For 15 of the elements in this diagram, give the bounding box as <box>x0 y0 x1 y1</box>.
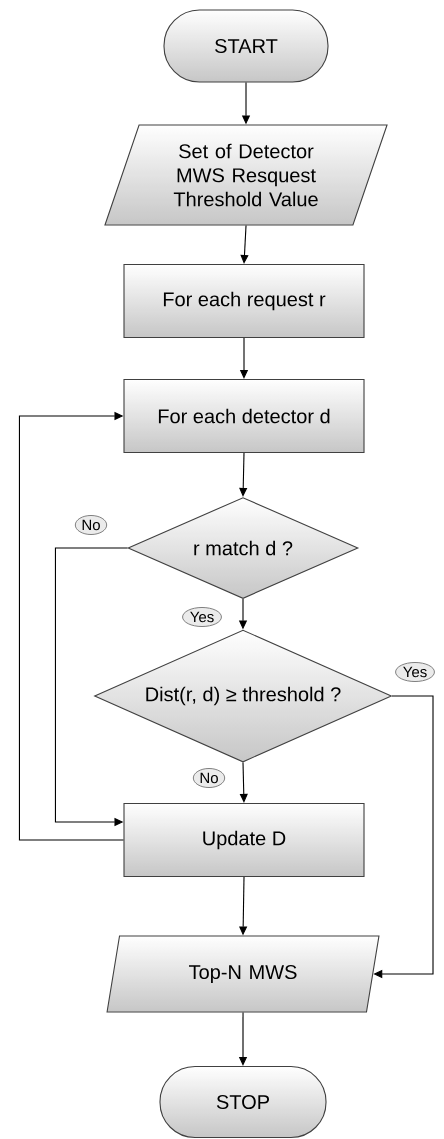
process-box: For each detector d <box>123 378 365 454</box>
edge-label: No <box>74 515 108 535</box>
input-output-parallelogram: Set of Detector MWS Resquest Threshold Value <box>104 124 388 226</box>
arrow <box>240 225 249 264</box>
terminal-pill: START <box>163 9 329 83</box>
edge-label: No <box>192 768 226 788</box>
process-box: For each request r <box>123 263 365 339</box>
arrow <box>239 762 248 803</box>
arrow <box>239 452 248 497</box>
arrow <box>18 411 124 841</box>
terminal-pill: STOP <box>159 1065 327 1139</box>
edge-label: Yes <box>182 607 222 627</box>
process-box: Update D <box>123 802 365 878</box>
edge-label: Yes <box>395 662 435 682</box>
input-output-parallelogram: Top-N MWS <box>106 935 380 1013</box>
